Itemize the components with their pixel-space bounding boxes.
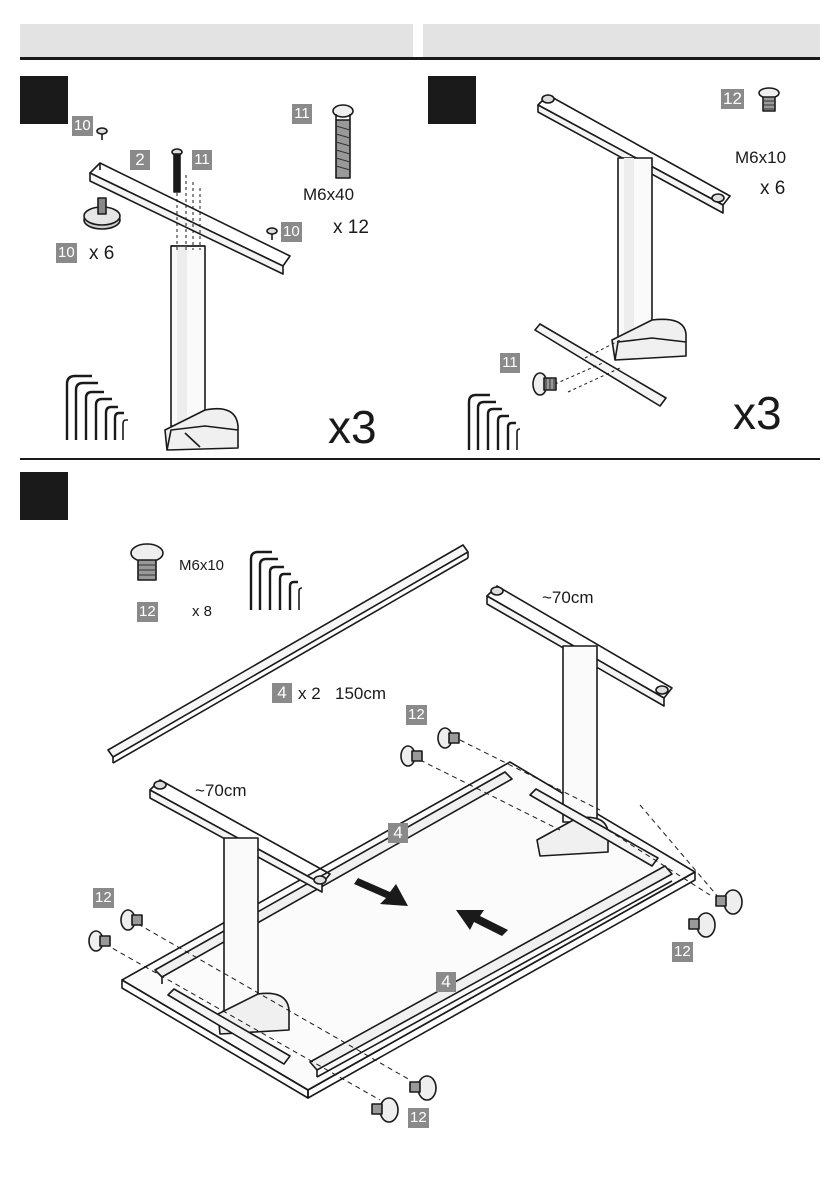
foot-quantity-label: x 6 [89,243,114,265]
part-tag-12: 12 [93,888,114,908]
step1-multiplier: x3 [328,404,377,450]
part-tag-4: 4 [388,823,408,843]
step2-hex-keys-illustration [469,395,520,450]
part-tag-4: 4 [272,683,292,703]
part-tag-12: 12 [137,602,158,622]
step2-column-illustration [612,158,686,360]
part-tag-10: 10 [56,243,77,263]
step2-multiplier: x3 [733,390,782,436]
part-tag-10: 10 [281,222,302,242]
step3-tabletop-illustration [122,762,695,1098]
beam-quantity-label: x 2 [298,684,321,704]
part-tag-10: 10 [72,116,93,136]
part-tag-12: 12 [406,705,427,725]
leg-width-label: ~70cm [542,588,594,608]
bolt-quantity-label: x 12 [333,217,369,239]
step3-hex-keys-illustration [251,552,302,610]
step1-big-bolt-illustration [333,105,353,178]
part-tag-2: 2 [130,150,150,170]
screw-quantity-label: x 6 [760,178,785,200]
beam-length-label: 150cm [335,684,386,704]
screw-size-label: M6x10 [735,148,786,168]
part-tag-12: 12 [408,1108,429,1128]
step2-small-screw-illustration [759,88,779,111]
step3-loose-beam-illustration [108,545,468,763]
part-tag-4: 4 [436,972,456,992]
part-tag-12: 12 [721,89,744,109]
bolt-size-label: M6x40 [303,185,354,205]
step3-screw-icon-illustration [131,544,163,580]
screw-size-label: M6x10 [179,557,224,574]
step2-screw-illustration [533,373,556,395]
part-tag-11: 11 [192,150,212,170]
step1-hex-keys-illustration [67,376,128,440]
part-tag-11: 11 [292,104,312,124]
part-tag-11: 11 [500,353,520,373]
step1-column-illustration [165,246,238,450]
screw-quantity-label: x 8 [192,603,212,620]
leg-width-label: ~70cm [195,781,247,801]
part-tag-12: 12 [672,942,693,962]
